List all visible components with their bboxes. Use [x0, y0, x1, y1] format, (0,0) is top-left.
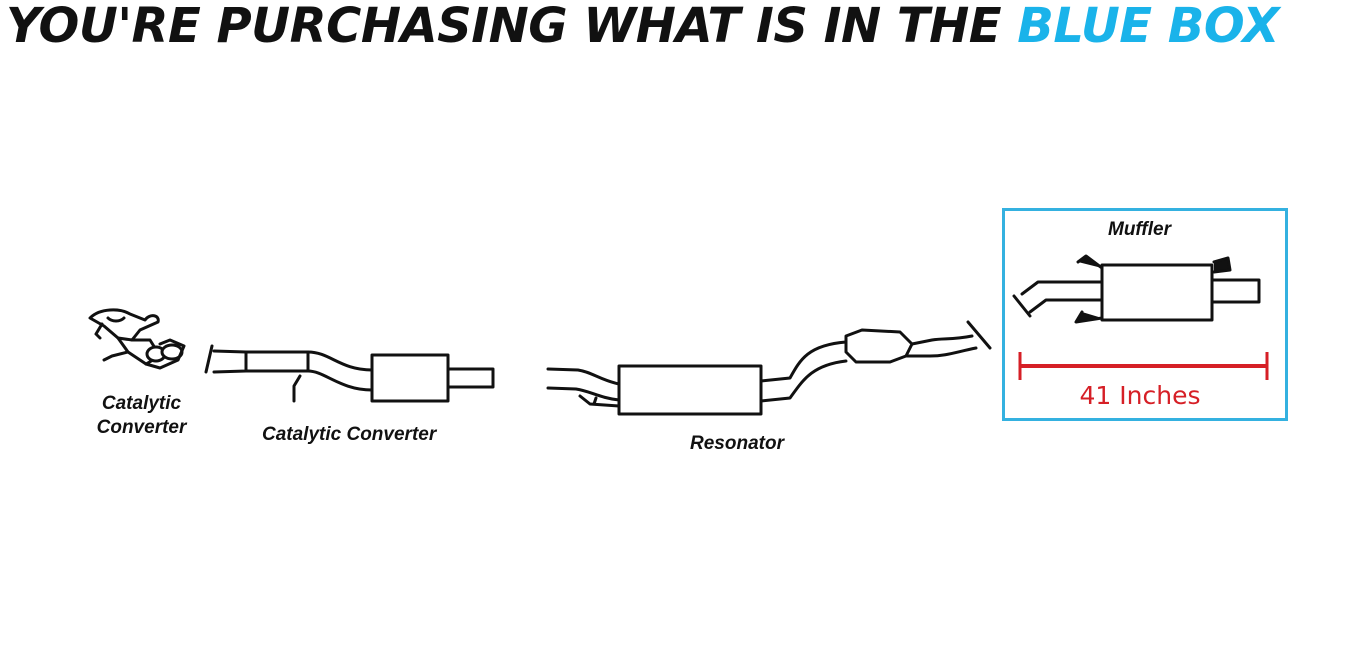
measurement-label: 41 Inches: [1079, 381, 1201, 410]
muffler-part: [1012, 254, 1261, 324]
catalytic-converter-pipe-part: [204, 344, 495, 403]
measurement-line: [1018, 352, 1269, 380]
label-catalytic-line1: Catalytic: [101, 393, 182, 414]
label-catalytic-converter-1: Catalytic Converter: [84, 392, 199, 440]
blue-box-highlight: [1002, 208, 1288, 421]
label-catalytic-converter-2: Catalytic Converter: [262, 424, 437, 445]
resonator-part: [546, 320, 992, 416]
label-catalytic-line2: Converter: [96, 417, 187, 438]
headline-accent: BLUE BOX: [1017, 0, 1279, 54]
headline: YOU'RE PURCHASING WHAT IS IN THE BLUE BO…: [6, 0, 1356, 54]
label-muffler: Muffler: [1108, 219, 1171, 240]
headline-main: YOU'RE PURCHASING WHAT IS IN THE: [6, 0, 1018, 54]
label-resonator: Resonator: [690, 433, 784, 454]
catalytic-converter-manifold-part: [88, 308, 186, 370]
